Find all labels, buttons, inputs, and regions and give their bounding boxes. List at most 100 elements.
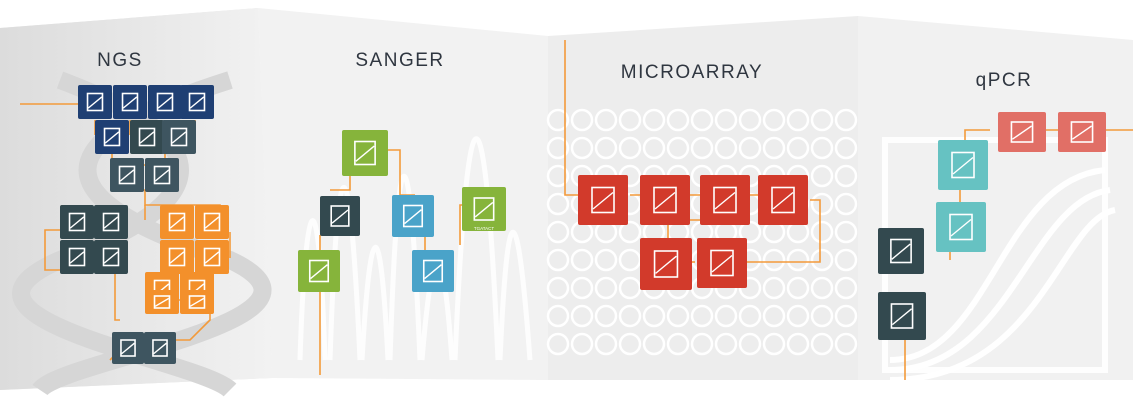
microarray-icon xyxy=(640,238,692,290)
microarray-well xyxy=(810,164,834,188)
microarray-well xyxy=(786,248,810,272)
microarray-well xyxy=(642,136,666,160)
microarray-well xyxy=(786,276,810,300)
microarray-well xyxy=(570,276,594,300)
microarray-well xyxy=(762,108,786,132)
microarray-well xyxy=(546,136,570,160)
panel-title-ngs: NGS xyxy=(97,50,143,71)
sequencing-run-icon xyxy=(60,205,94,239)
microarray-well xyxy=(666,136,690,160)
microarray-well xyxy=(690,108,714,132)
sequencer-icon xyxy=(94,240,128,274)
rack-icon xyxy=(758,175,808,225)
microarray-well xyxy=(810,220,834,244)
microarray-well xyxy=(594,248,618,272)
chromatogram-icon xyxy=(462,187,506,231)
box-icon xyxy=(578,175,628,225)
panel-title-microarray: MICROARRAY xyxy=(621,62,763,83)
microarray-well xyxy=(570,108,594,132)
microarray-well xyxy=(786,304,810,328)
microarray-well xyxy=(714,136,738,160)
microarray-well xyxy=(810,192,834,216)
panel-qpcr xyxy=(858,16,1133,380)
dashboard-icon xyxy=(112,332,144,364)
microarray-well xyxy=(834,136,858,160)
clipboard-icon xyxy=(640,175,690,225)
sequencing-run-icon xyxy=(195,205,229,239)
microarray-well xyxy=(786,332,810,356)
microarray-well xyxy=(642,108,666,132)
panel-title-qpcr: qPCR xyxy=(976,70,1033,91)
chart-icon xyxy=(145,158,179,192)
microarray-well xyxy=(642,304,666,328)
microarray-well xyxy=(762,276,786,300)
microarray-well xyxy=(594,108,618,132)
report-icon xyxy=(145,290,179,314)
gel-icon xyxy=(392,195,434,237)
chart-icon xyxy=(936,202,986,252)
pipette-icon xyxy=(412,250,454,292)
tubes-icon xyxy=(878,228,924,274)
microarray-well xyxy=(738,304,762,328)
library-prep-icon xyxy=(95,120,129,154)
dna-box-icon xyxy=(162,120,196,154)
microarray-well xyxy=(762,304,786,328)
microarray-well xyxy=(618,108,642,132)
microarray-well xyxy=(594,136,618,160)
microarray-well xyxy=(738,332,762,356)
microarray-well xyxy=(810,248,834,272)
tubes-icon xyxy=(697,238,747,288)
microarray-well xyxy=(810,304,834,328)
microarray-well xyxy=(834,164,858,188)
microarray-well xyxy=(810,136,834,160)
microarray-well xyxy=(618,304,642,328)
microarray-well xyxy=(546,332,570,356)
microarray-well xyxy=(810,332,834,356)
microarray-well xyxy=(834,248,858,272)
microarray-well xyxy=(690,332,714,356)
microarray-well xyxy=(690,136,714,160)
microarray-well xyxy=(570,304,594,328)
microarray-well xyxy=(546,164,570,188)
microarray-well xyxy=(618,136,642,160)
sample-prep-icon xyxy=(78,85,112,119)
pipette-icon xyxy=(938,140,988,190)
microarray-well xyxy=(546,248,570,272)
microarray-well xyxy=(546,192,570,216)
microarray-well xyxy=(546,276,570,300)
microarray-well xyxy=(834,332,858,356)
microarray-well xyxy=(642,332,666,356)
microarray-well xyxy=(834,276,858,300)
microarray-well xyxy=(738,108,762,132)
dna-icon xyxy=(195,240,229,274)
microarray-well xyxy=(762,136,786,160)
microarray-well xyxy=(786,136,810,160)
microarray-well xyxy=(738,136,762,160)
dna-box-icon xyxy=(878,292,926,340)
microarray-well xyxy=(714,108,738,132)
flask-icon xyxy=(700,175,750,225)
chromatogram-sequence-label: TGATACT xyxy=(474,226,495,231)
microarray-well xyxy=(546,108,570,132)
microarray-well xyxy=(786,108,810,132)
microarray-well xyxy=(594,304,618,328)
chart-icon xyxy=(180,290,214,314)
microarray-well xyxy=(690,304,714,328)
panel-title-sanger: SANGER xyxy=(355,50,444,71)
microarray-well xyxy=(570,332,594,356)
dna-icon xyxy=(130,120,164,154)
dna-icon xyxy=(160,240,194,274)
cartridge-icon xyxy=(1058,112,1106,152)
microarray-well xyxy=(810,276,834,300)
microarray-well xyxy=(834,220,858,244)
microarray-well xyxy=(810,108,834,132)
microarray-well xyxy=(570,248,594,272)
microarray-well-grid xyxy=(546,108,858,356)
workflow-icons xyxy=(60,85,1106,364)
microarray-well xyxy=(834,304,858,328)
microarray-well xyxy=(594,332,618,356)
rack-icon xyxy=(298,250,340,292)
microarray-well xyxy=(618,332,642,356)
sample-prep-icon xyxy=(113,85,147,119)
